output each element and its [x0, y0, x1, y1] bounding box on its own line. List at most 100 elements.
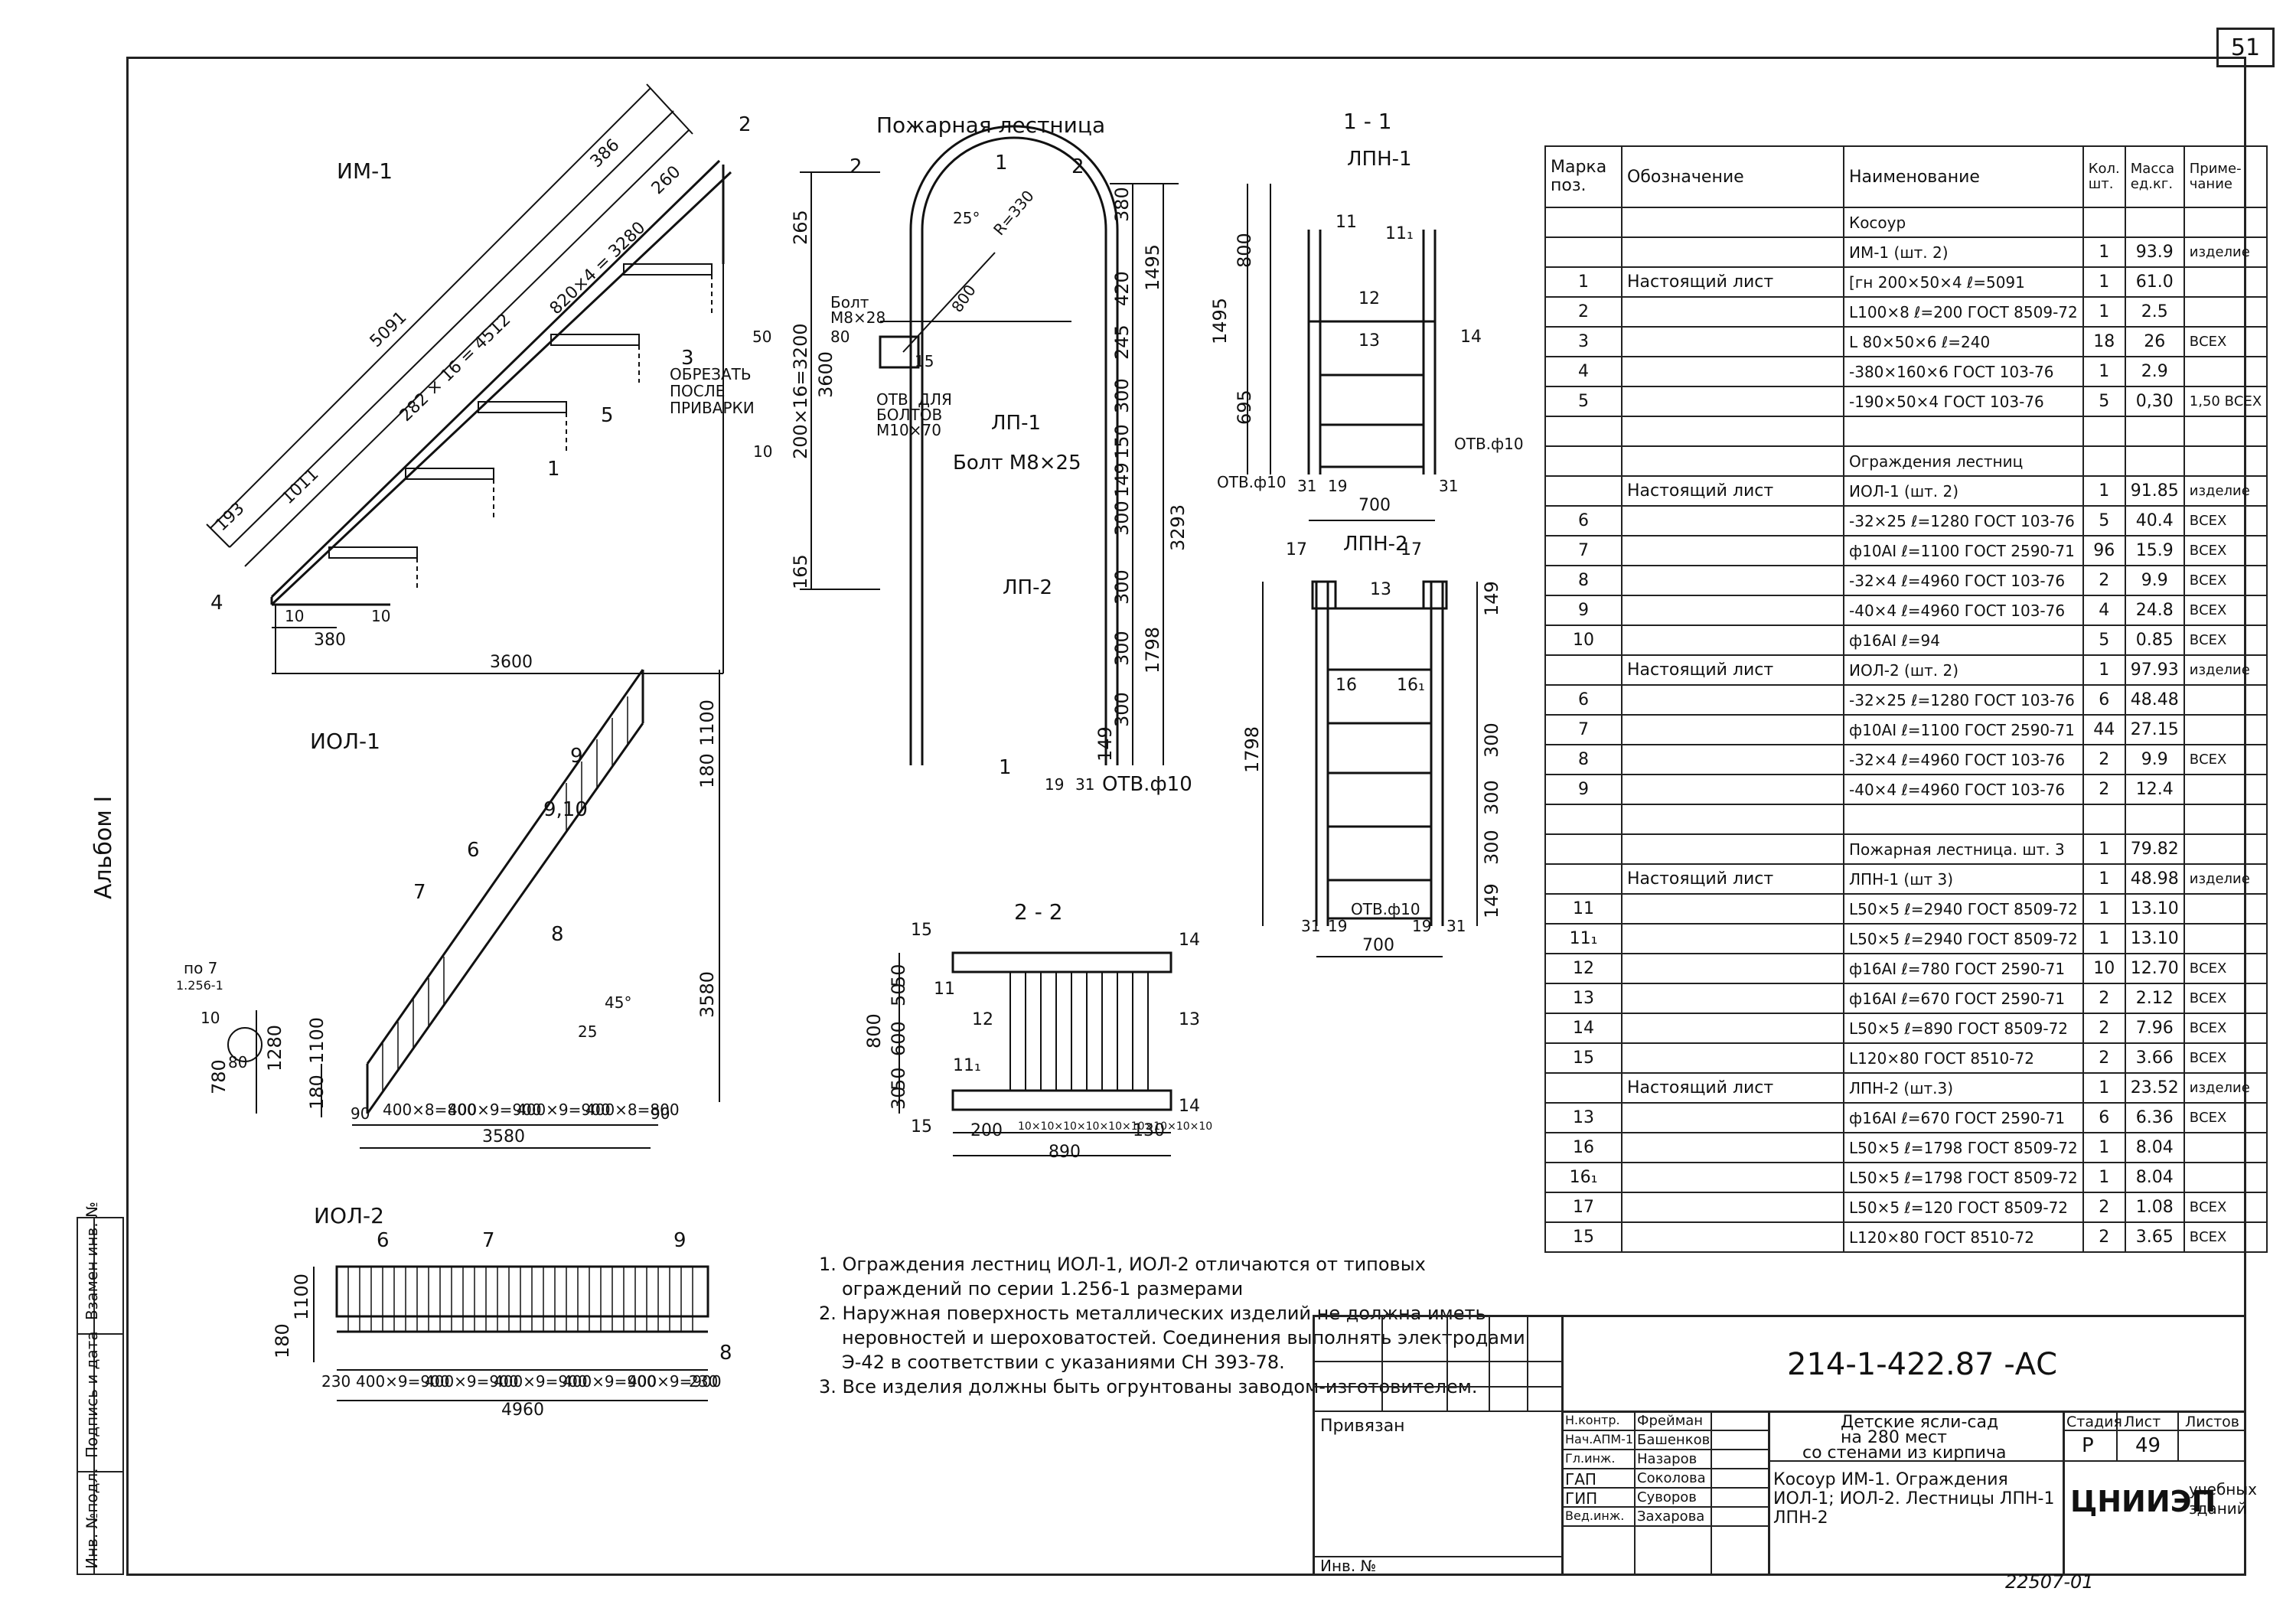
spec-cell-note: ВСЕХ — [2183, 1192, 2268, 1223]
spec-cell-qty: 1 — [2082, 863, 2126, 895]
spec-cell-mass: 2.5 — [2124, 296, 2185, 328]
spec-cell-mass: 13.10 — [2124, 923, 2185, 954]
spec-header-designation: Обозначение — [1621, 145, 1844, 208]
role-4: ГАП — [1565, 1470, 1596, 1489]
spec-cell-name: L50×5 ℓ=890 ГОСТ 8509-72 — [1843, 1013, 2084, 1044]
spec-cell-designation: Настоящий лист — [1621, 863, 1844, 895]
spec-cell-designation — [1621, 714, 1844, 745]
lpn2-callout-17b: 17 — [1401, 540, 1422, 559]
im1-annotation: ОБРЕЗАТЬ ПОСЛЕ ПРИВАРКИ — [670, 365, 755, 417]
fire-ladder-elevation — [800, 125, 1179, 765]
sheet-label: Лист — [2124, 1414, 2161, 1430]
fl-section-2b: 2 — [1071, 155, 1084, 178]
spec-cell-mark: 12 — [1544, 953, 1623, 984]
s22-callout-14b: 14 — [1179, 1097, 1200, 1116]
spec-cell-name: Ограждения лестниц — [1843, 445, 2084, 477]
fl-dim-19: 19 — [1045, 775, 1065, 794]
spec-cell-mass — [2124, 804, 2185, 835]
iol2-callout-9: 9 — [673, 1229, 687, 1252]
fl-angle: 25° — [953, 209, 980, 227]
spec-cell-mass: 48.98 — [2124, 863, 2185, 895]
name-4: Соколова — [1637, 1470, 1706, 1486]
spec-cell-mark: 6 — [1544, 505, 1623, 536]
s22-callout-14a: 14 — [1179, 931, 1200, 950]
fl-bolt2: Болт М8×25 — [953, 452, 1081, 475]
spec-cell-note — [2183, 207, 2268, 238]
spec-cell-designation — [1621, 326, 1844, 357]
spec-cell-qty: 5 — [2082, 386, 2126, 417]
spec-cell-qty: 10 — [2082, 953, 2126, 984]
spec-cell-mass: 0,30 — [2124, 386, 2185, 417]
spec-cell-qty: 1 — [2082, 1162, 2126, 1193]
iol1-dim-900b: 400×9=900 — [517, 1101, 611, 1119]
spec-cell-designation — [1621, 744, 1844, 775]
spec-cell-mark: 14 — [1544, 1013, 1623, 1044]
spec-cell-name: -380×160×6 ГОСТ 103-76 — [1843, 356, 2084, 387]
spec-cell-note: ВСЕХ — [2183, 565, 2268, 596]
spec-cell-name: ЛПН-1 (шт 3) — [1843, 863, 2084, 895]
fl-section-1a: 1 — [995, 152, 1008, 174]
lpn2-dim-19a: 19 — [1328, 917, 1348, 935]
org-logo: ЦНИИЭП — [2070, 1485, 2216, 1518]
iol2-callout-6: 6 — [377, 1229, 390, 1252]
fl-callout-15: 15 — [915, 352, 934, 370]
spec-cell-qty: 2 — [2082, 1042, 2126, 1074]
iol1-node-80: 80 — [228, 1053, 248, 1071]
fl-eighty: 80 — [830, 328, 850, 346]
spec-cell-note: ВСЕХ — [2183, 625, 2268, 656]
spec-cell-name — [1843, 804, 2084, 835]
note-line-1: 1. Ограждения лестниц ИОЛ-1, ИОЛ-2 отлич… — [819, 1254, 1426, 1275]
specification-table: Марка поз. Обозначение Наименование Кол.… — [1544, 145, 2268, 1253]
table-row — [1544, 416, 2268, 447]
spec-cell-mark — [1544, 833, 1623, 865]
s11-dim-31a: 31 — [1297, 477, 1317, 495]
spec-cell-designation — [1621, 386, 1844, 417]
project-line-3: со стенами из кирпича — [1802, 1443, 2007, 1463]
spec-cell-note: ВСЕХ — [2183, 326, 2268, 357]
spec-cell-name: ИОЛ-2 (шт. 2) — [1843, 654, 2084, 686]
fl-bolt1: Болт М8×28 — [830, 293, 886, 327]
spec-cell-mark: 15 — [1544, 1221, 1623, 1253]
iol1-dim-1100a: 1100 — [696, 699, 718, 746]
fl-ten: 10 — [753, 442, 773, 461]
lpn2-hole: ОТВ.ф10 — [1351, 900, 1420, 918]
spec-cell-mass: 7.96 — [2124, 1013, 2185, 1044]
spec-cell-mass: 8.04 — [2124, 1162, 2185, 1193]
spec-cell-qty: 1 — [2082, 923, 2126, 954]
fl-dim-149b: 149 — [1094, 726, 1116, 761]
sheet-title-line-3: ЛПН-2 — [1773, 1508, 1828, 1528]
lpn2-elevation — [1262, 580, 1478, 957]
iol1-dim-3580h: 3580 — [482, 1127, 525, 1146]
iol2-dim-180: 180 — [272, 1323, 293, 1358]
spec-cell-note: изделие — [2183, 863, 2268, 895]
iol1-dim-180b: 180 — [306, 1075, 328, 1110]
spec-cell-qty: 2 — [2082, 565, 2126, 596]
iol1-node: по 7 — [184, 959, 218, 977]
spec-cell-mark — [1544, 445, 1623, 477]
spec-cell-qty: 18 — [2082, 326, 2126, 357]
s11-callout-12: 12 — [1358, 289, 1380, 308]
s22-dim-200: 200 — [970, 1121, 1003, 1140]
spec-cell-designation — [1621, 505, 1844, 536]
spec-cell-note — [2183, 684, 2268, 716]
spec-cell-qty — [2082, 207, 2126, 238]
table-row: Косоур — [1544, 207, 2268, 238]
spec-cell-designation — [1621, 1221, 1844, 1253]
spec-cell-designation — [1621, 833, 1844, 865]
sheet-title-line-1: Косоур ИМ-1. Ограждения — [1773, 1470, 2008, 1489]
lpn2-title: ЛПН-2 — [1343, 533, 1408, 556]
spec-cell-mass: 3.65 — [2124, 1221, 2185, 1253]
s22-dim-50b: 50 — [888, 983, 909, 1006]
spec-cell-name: ф10АI ℓ=1100 ГОСТ 2590-71 — [1843, 714, 2084, 745]
project-line-2: на 280 мест — [1841, 1428, 1947, 1447]
name-2: Башенков — [1637, 1432, 1711, 1448]
fl-dim-1495: 1495 — [1142, 243, 1163, 291]
